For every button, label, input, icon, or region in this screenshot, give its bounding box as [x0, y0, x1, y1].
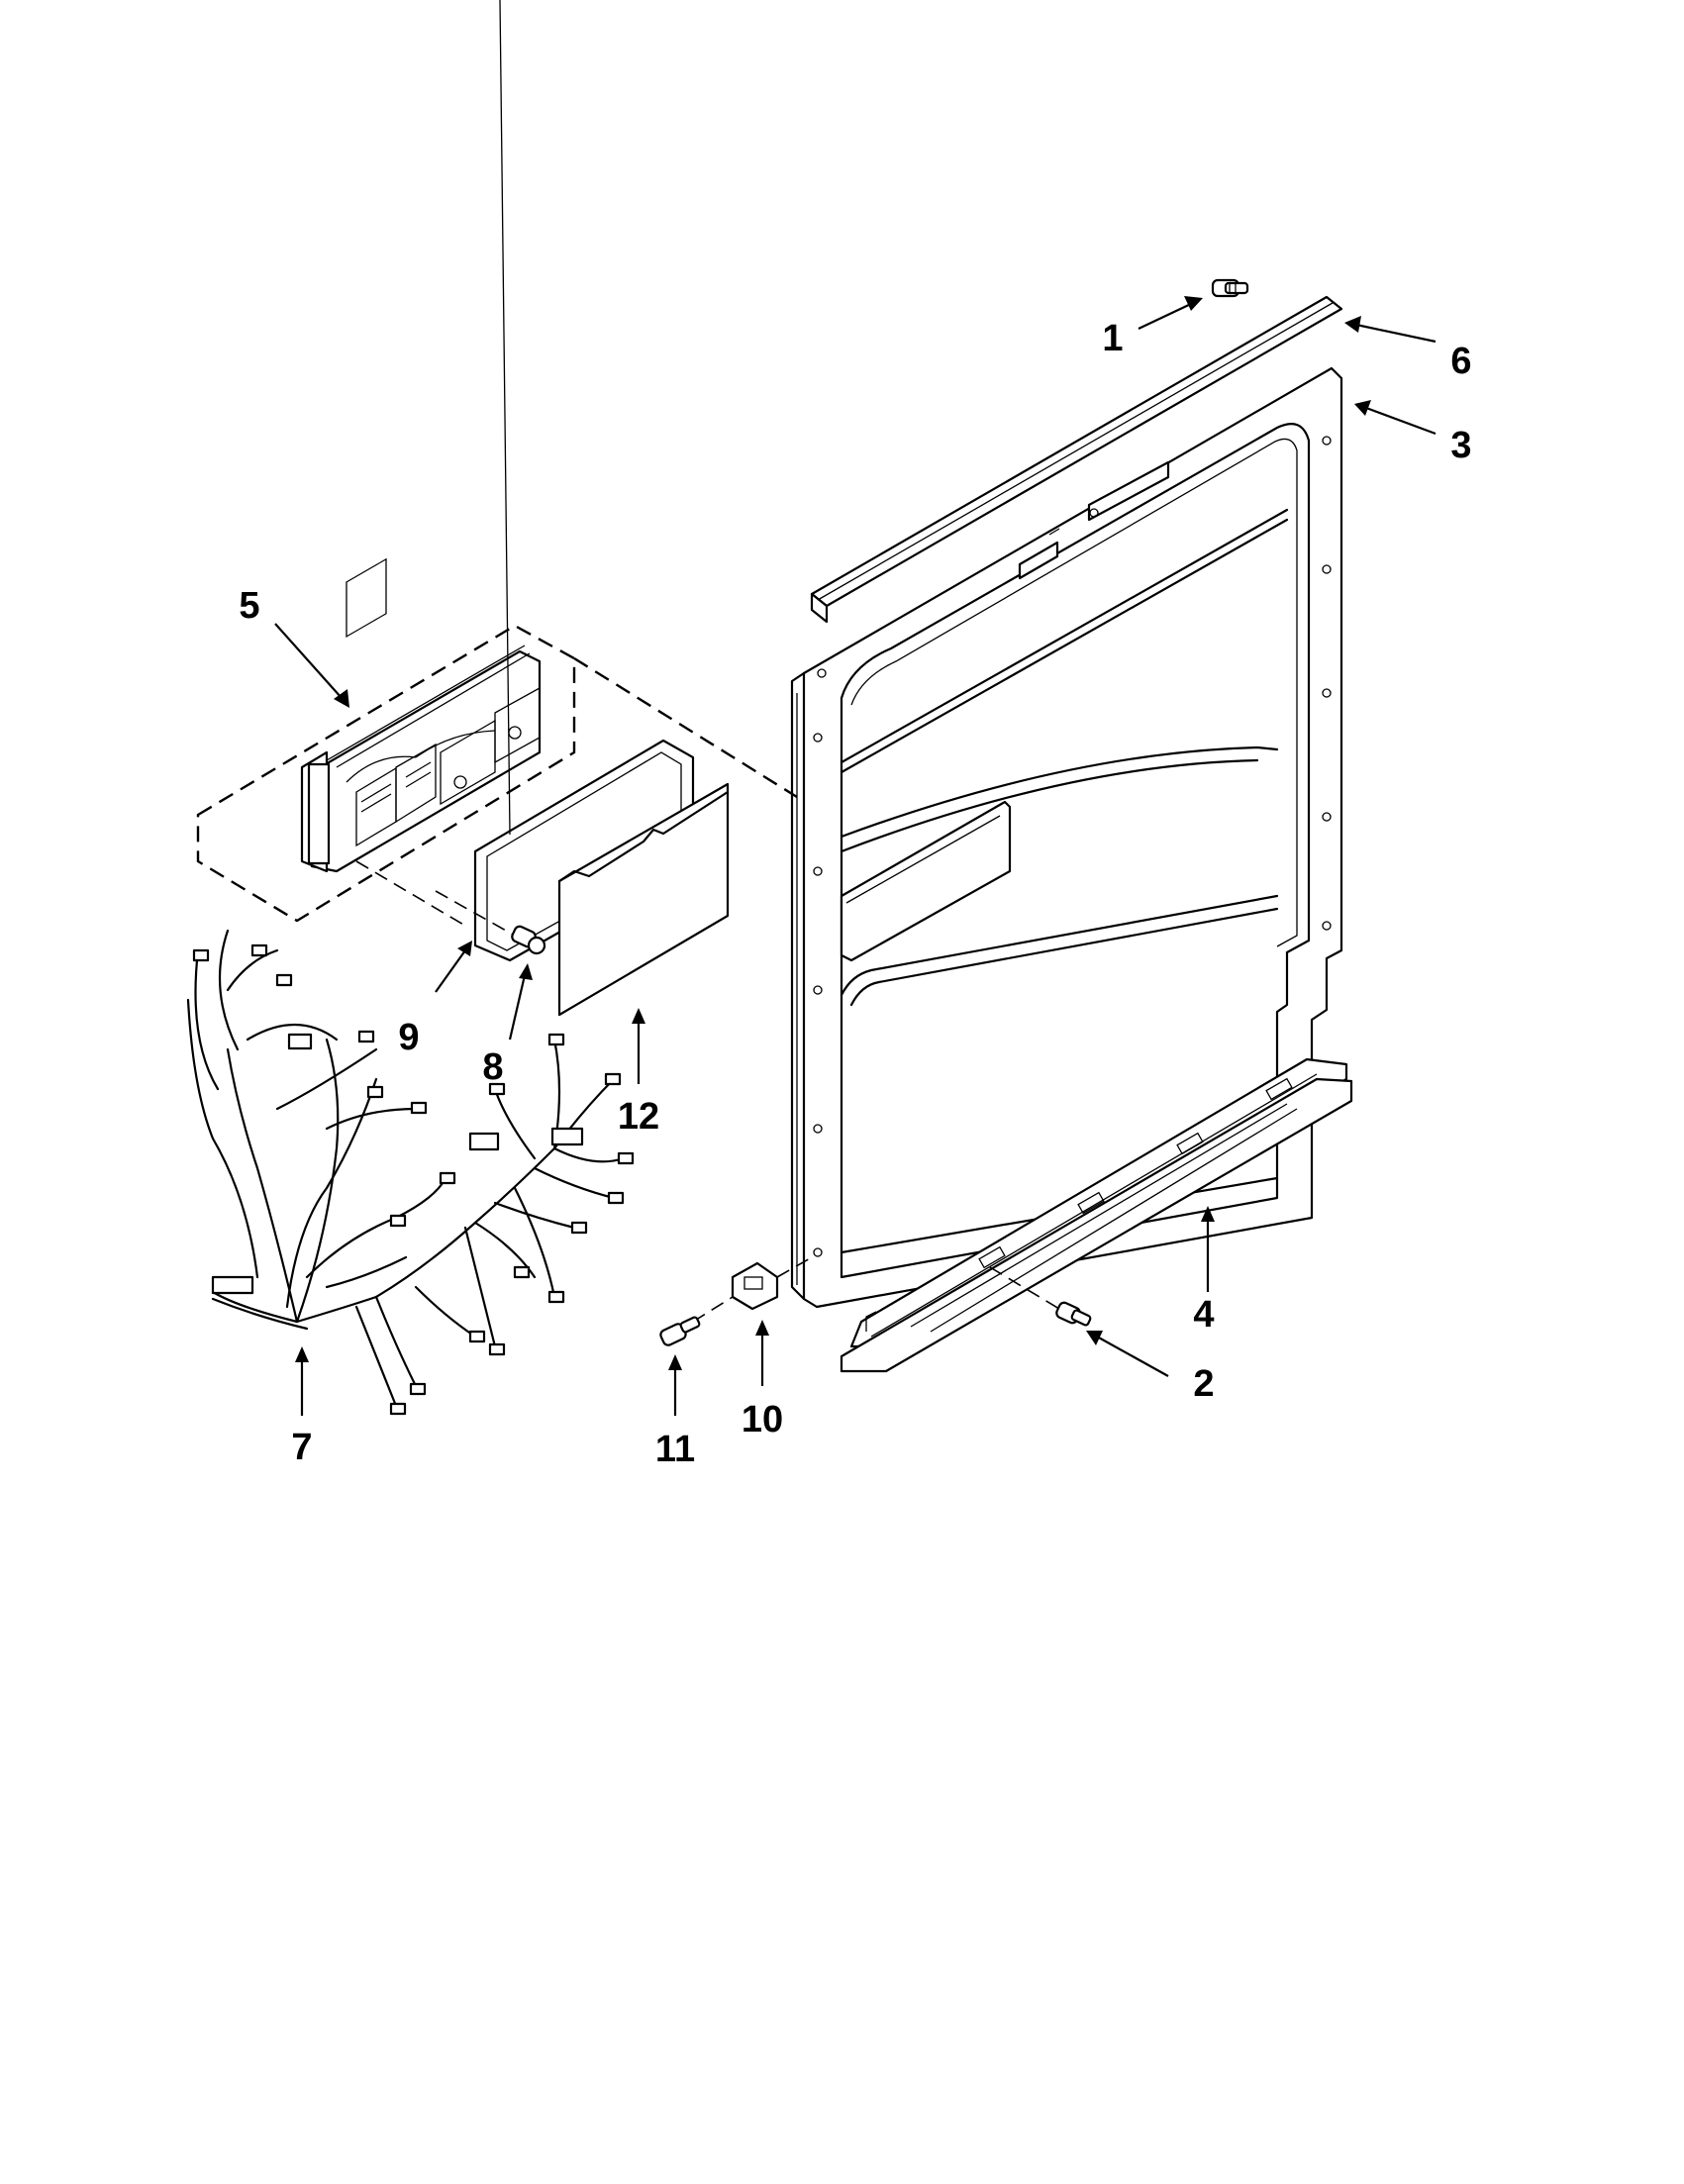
callout-arrows	[274, 296, 1436, 1416]
part-9-gasket	[473, 0, 695, 962]
part-7-connectors	[192, 943, 635, 1416]
part-10-latch-plate	[731, 1256, 813, 1311]
callout-2: 2	[1193, 1363, 1215, 1405]
callout-10: 10	[741, 1399, 784, 1440]
callout-11: 11	[654, 1429, 696, 1470]
part-3-inner-door	[790, 366, 1343, 1309]
callout-5: 5	[239, 585, 260, 627]
callout-12: 12	[617, 1096, 660, 1138]
callout-3: 3	[1450, 425, 1472, 466]
callout-7: 7	[291, 1427, 313, 1468]
part-4-bottom-rail	[840, 1057, 1353, 1373]
part-2-screw	[989, 1266, 1092, 1327]
part-8-screw	[435, 890, 546, 955]
callout-8: 8	[482, 1046, 504, 1088]
part-11-screw	[659, 1296, 734, 1346]
part-7-wiring-harness	[186, 929, 626, 1408]
callout-4: 4	[1193, 1294, 1215, 1336]
callout-9: 9	[398, 1017, 420, 1058]
part-6-top-trim	[810, 295, 1343, 624]
callout-1: 1	[1102, 318, 1124, 359]
part-5-control-module	[196, 557, 798, 927]
part-12-panel	[557, 782, 730, 1017]
part-1-screw	[1211, 278, 1249, 298]
callout-6: 6	[1450, 341, 1472, 382]
